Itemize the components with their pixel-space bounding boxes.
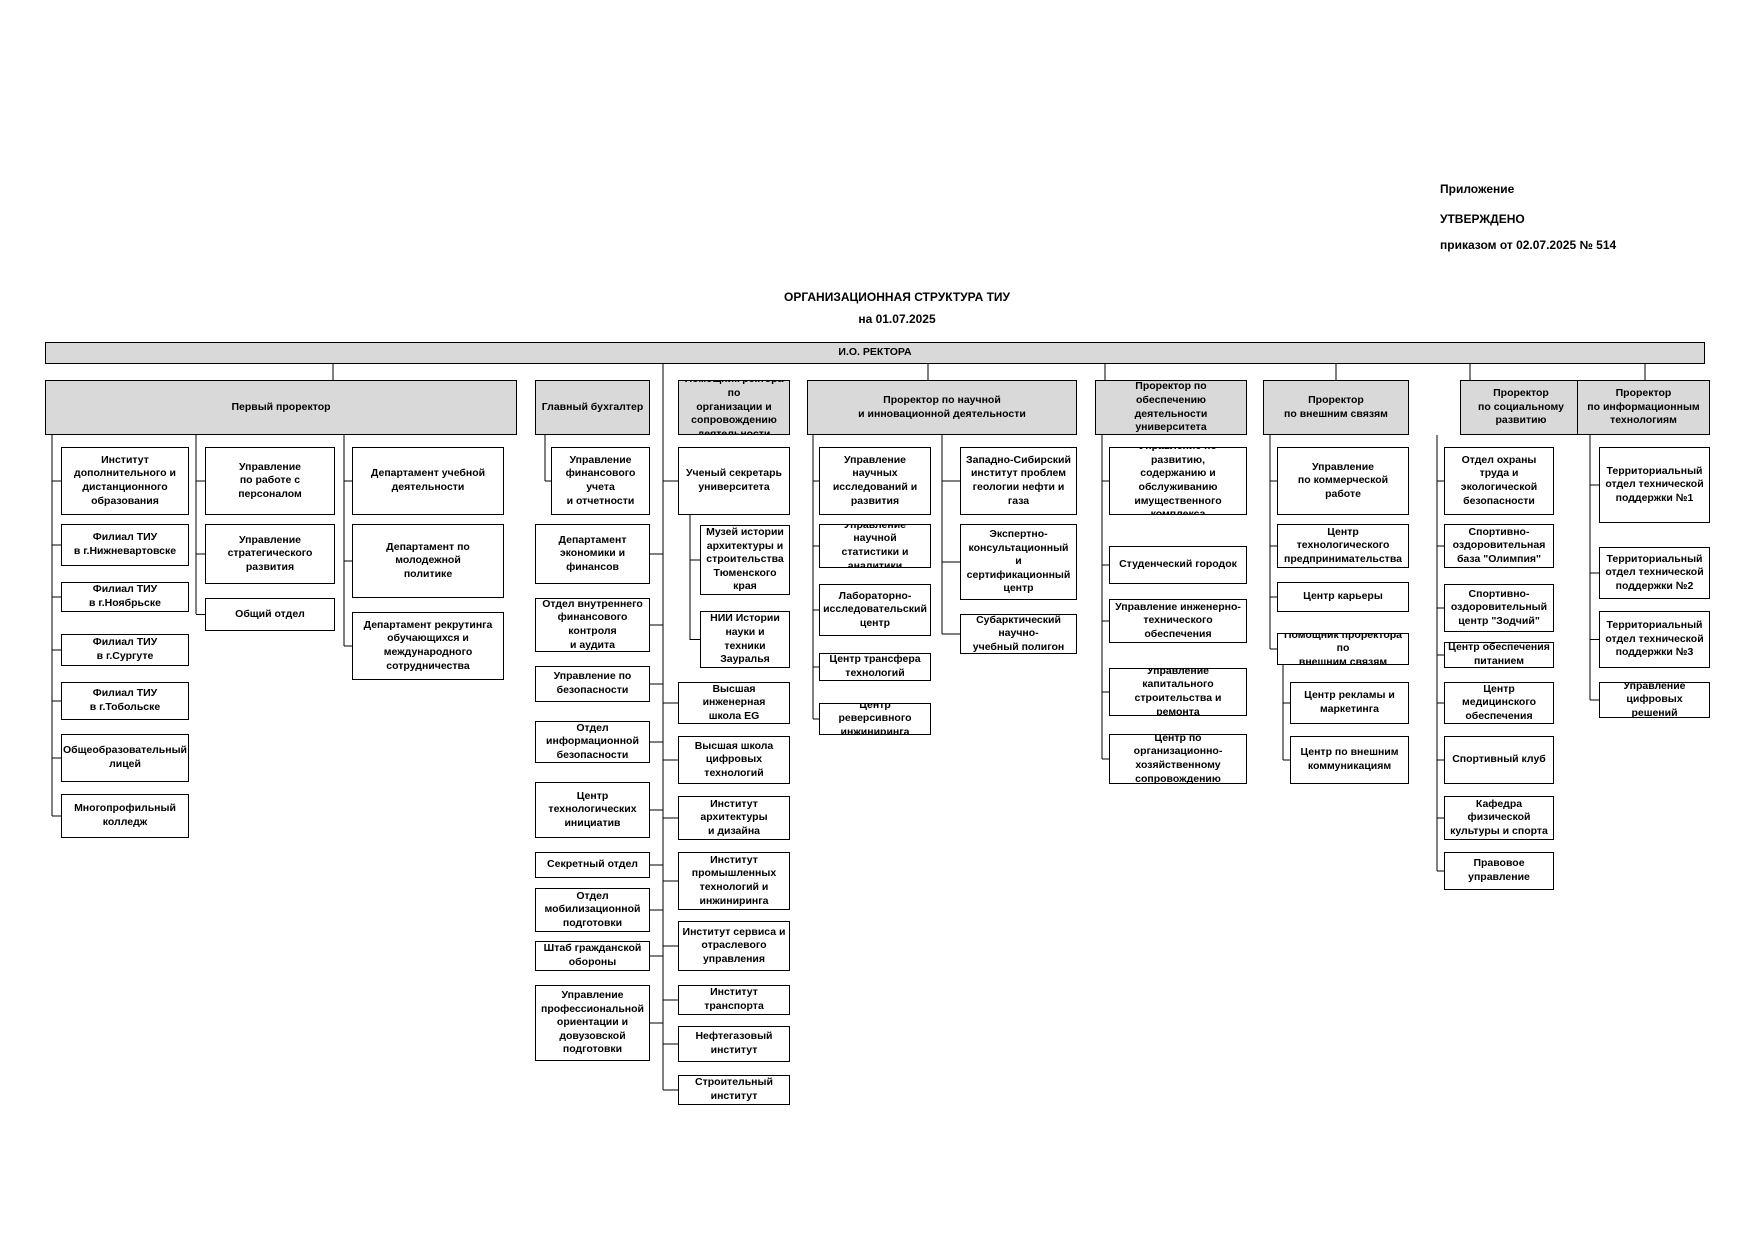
org-node-in-6: Нефтегазовый институт	[678, 1026, 790, 1062]
org-node-po: Проректор по обеспечению деятельности ун…	[1095, 380, 1247, 435]
org-node-in-2: Институт архитектуры и дизайна	[678, 796, 790, 840]
org-node-ps-4: Центр реверсивного инжиниринга	[819, 703, 931, 735]
org-node-pv-3: Помощник проректора по внешним связям	[1277, 633, 1409, 665]
annotation-order: приказом от 02.07.2025 № 514	[1440, 238, 1617, 252]
org-node-pv-0: Управление по коммерческой работе	[1277, 447, 1409, 515]
org-node-ex-0: Департамент экономики и финансов	[535, 524, 650, 584]
org-node-pv-3a: Центр рекламы и маркетинга	[1290, 682, 1409, 724]
org-node-ps: Проректор по научной и инновационной дея…	[807, 380, 1077, 435]
org-node-pr-5: Спортивный клуб	[1444, 736, 1554, 784]
chart-date: на 01.07.2025	[858, 312, 936, 326]
org-node-us-0: Музей истории архитектуры и строительств…	[700, 525, 790, 595]
org-node-pr-4: Центр медицинского обеспечения	[1444, 682, 1554, 724]
org-node-ps-2: Лабораторно- исследовательский центр	[819, 584, 931, 636]
org-node-pr-1: Спортивно- оздоровительная база "Олимпия…	[1444, 524, 1554, 568]
org-node-p1c3-0: Департамент учебной деятельности	[352, 447, 504, 515]
org-node-ps-5: Западно-Сибирский институт проблем геоло…	[960, 447, 1077, 515]
org-node-p1c1-4: Филиал ТИУ в г.Тобольске	[61, 682, 189, 720]
org-node-gb: Главный бухгалтер	[535, 380, 650, 435]
annotation-approved: УТВЕРЖДЕНО	[1440, 212, 1525, 226]
org-node-in-3: Институт промышленных технологий и инжин…	[678, 852, 790, 910]
org-node-po-3: Управление капитального строительства и …	[1109, 668, 1247, 716]
org-node-p1c1-3: Филиал ТИУ в г.Сургуте	[61, 634, 189, 666]
org-node-po-0: Управление по развитию, содержанию и обс…	[1109, 447, 1247, 515]
org-node-pa: Помощник ректора по организации и сопров…	[678, 380, 790, 435]
org-node-ex-8: Управление профессиональной ориентации и…	[535, 985, 650, 1061]
org-node-pi: Проректор по информационным технологиям	[1577, 380, 1710, 435]
org-node-po-4: Центр по организационно- хозяйственному …	[1109, 734, 1247, 784]
org-node-ex-7: Штаб гражданской обороны	[535, 941, 650, 971]
org-node-ex-1: Отдел внутреннего финансового контроля и…	[535, 598, 650, 652]
org-node-ex-2: Управление по безопасности	[535, 666, 650, 702]
org-node-ex-5: Секретный отдел	[535, 852, 650, 878]
org-node-p1: Первый проректор	[45, 380, 517, 435]
org-node-pv: Проректор по внешним связям	[1263, 380, 1409, 435]
org-node-pv-3b: Центр по внешним коммуникациям	[1290, 736, 1409, 784]
org-node-pi-3: Управление цифровых решений	[1599, 682, 1710, 718]
org-node-p1c1-0: Институт дополнительного и дистанционног…	[61, 447, 189, 515]
org-node-pv-2: Центр карьеры	[1277, 582, 1409, 612]
org-node-ps-0: Управление научных исследований и развит…	[819, 447, 931, 515]
org-node-ps-7: Субарктический научно- учебный полигон	[960, 614, 1077, 654]
org-node-us-1: НИИ Истории науки и техники Зауралья	[700, 611, 790, 668]
org-node-pi-1: Территориальный отдел технической поддер…	[1599, 547, 1710, 599]
org-node-ps-1: Управление научной статистики и аналитик…	[819, 524, 931, 568]
org-node-p1c1-2: Филиал ТИУ в г.Ноябрьске	[61, 582, 189, 612]
org-node-pv-1: Центр технологического предпринимательст…	[1277, 524, 1409, 568]
org-node-p1c2-0: Управление по работе с персоналом	[205, 447, 335, 515]
org-node-in-4: Институт сервиса и отраслевого управлени…	[678, 921, 790, 971]
org-node-po-2: Управление инженерно- технического обесп…	[1109, 599, 1247, 643]
org-node-in-0: Высшая инженерная школа EG	[678, 682, 790, 724]
org-node-ex-6: Отдел мобилизационной подготовки	[535, 888, 650, 932]
org-node-pr-0: Отдел охраны труда и экологической безоп…	[1444, 447, 1554, 515]
org-node-in-1: Высшая школа цифровых технологий	[678, 736, 790, 784]
org-node-ps-3: Центр трансфера технологий	[819, 653, 931, 681]
org-node-pi-2: Территориальный отдел технической поддер…	[1599, 611, 1710, 668]
org-node-po-1: Студенческий городок	[1109, 546, 1247, 584]
org-node-pi-0: Территориальный отдел технической поддер…	[1599, 447, 1710, 523]
org-node-pr-6: Кафедра физической культуры и спорта	[1444, 796, 1554, 840]
org-node-in-5: Институт транспорта	[678, 985, 790, 1015]
org-node-us: Ученый секретарь университета	[678, 447, 790, 515]
org-node-ps-6: Экспертно- консультационный и сертификац…	[960, 524, 1077, 600]
rector-box: И.О. РЕКТОРА	[45, 342, 1705, 364]
org-node-p1c1-6: Многопрофильный колледж	[61, 794, 189, 838]
org-node-in-7: Строительный институт	[678, 1075, 790, 1105]
org-node-pr-3: Центр обеспечения питанием	[1444, 642, 1554, 668]
org-node-gb-0: Управление финансового учета и отчетност…	[551, 447, 650, 515]
org-node-pr-7: Правовое управление	[1444, 852, 1554, 890]
org-node-ex-4: Центр технологических инициатив	[535, 782, 650, 838]
org-node-p1c2-1: Управление стратегического развития	[205, 524, 335, 584]
org-node-p1c2-2: Общий отдел	[205, 598, 335, 631]
org-node-p1c1-5: Общеобразовательный лицей	[61, 734, 189, 782]
org-node-pr-2: Спортивно- оздоровительный центр "Зодчий…	[1444, 584, 1554, 632]
org-node-p1c1-1: Филиал ТИУ в г.Нижневартовске	[61, 524, 189, 566]
org-node-ex-3: Отдел информационной безопасности	[535, 721, 650, 763]
org-node-p1c3-1: Департамент по молодежной политике	[352, 524, 504, 598]
chart-title: ОРГАНИЗАЦИОННАЯ СТРУКТУРА ТИУ	[783, 290, 1010, 304]
org-node-pr: Проректор по социальному развитию	[1460, 380, 1582, 435]
annotation-appendix: Приложение	[1440, 182, 1515, 196]
org-node-p1c3-2: Департамент рекрутинга обучающихся и меж…	[352, 612, 504, 680]
